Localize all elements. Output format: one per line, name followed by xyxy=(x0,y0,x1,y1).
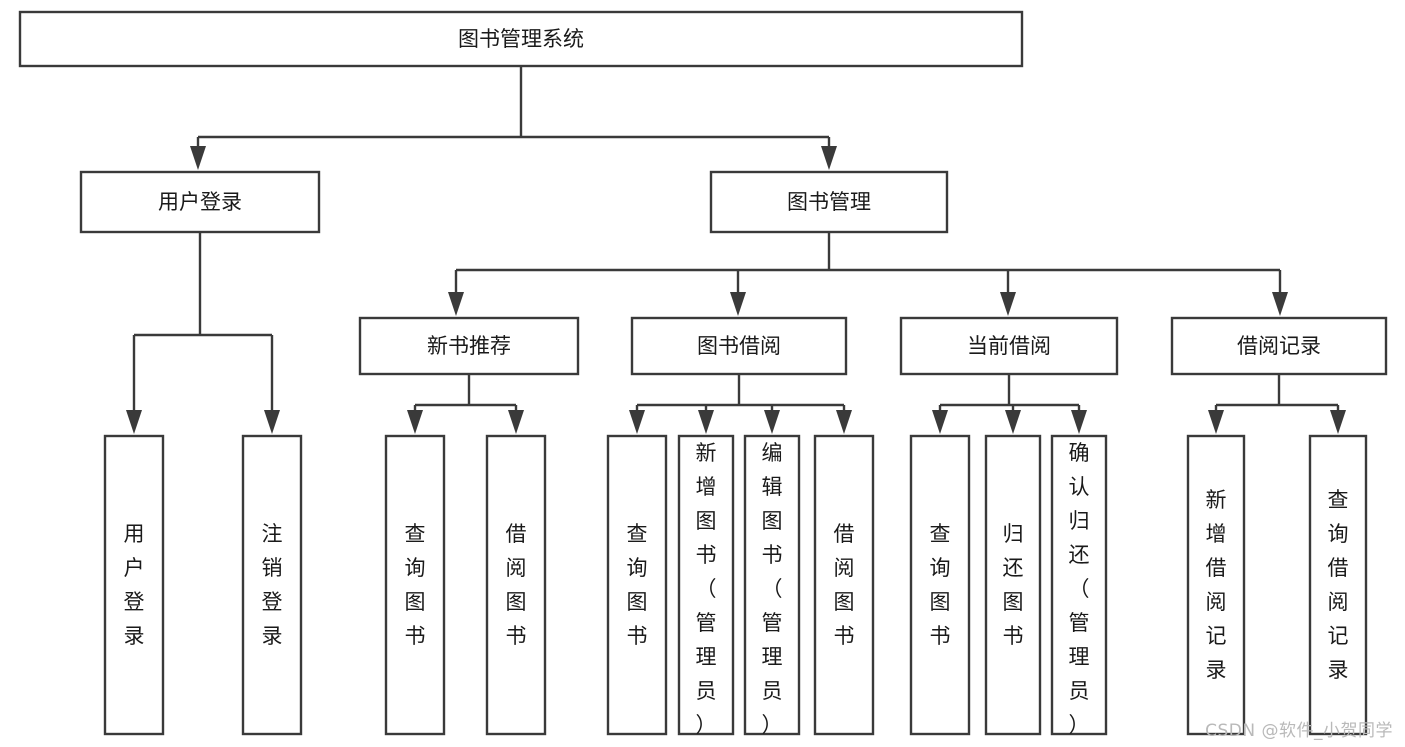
leaf-node-5-box[interactable] xyxy=(677,434,735,736)
leaf-node-7-box[interactable] xyxy=(813,434,875,736)
arrow-head-icon xyxy=(1005,410,1021,434)
arrow-head-icon xyxy=(932,410,948,434)
level3-node-1-label: 图书借阅 xyxy=(697,334,781,358)
level2-node-1[interactable]: 图书管理 xyxy=(709,170,949,234)
arrow-head-icon xyxy=(821,146,837,170)
level3-node-3-box[interactable] xyxy=(1170,316,1388,376)
leaf-node-12-label: 查询借阅记录 xyxy=(1328,488,1349,682)
leaf-node-3[interactable]: 借阅图书 xyxy=(485,434,547,736)
level2-node-0-label: 用户登录 xyxy=(158,190,242,214)
leaf-node-2-label: 查询图书 xyxy=(405,522,426,648)
arrow-head-icon xyxy=(190,146,206,170)
arrow-head-icon xyxy=(448,292,464,316)
root-node-label: 图书管理系统 xyxy=(458,27,584,51)
leaf-node-6[interactable]: 编辑图书（管理员） xyxy=(743,434,801,737)
leaf-node-9-box[interactable] xyxy=(984,434,1042,736)
leaf-node-4-label: 查询图书 xyxy=(627,522,648,648)
root-node[interactable]: 图书管理系统 xyxy=(18,10,1024,68)
leaf-node-7-label: 借阅图书 xyxy=(834,522,855,648)
leaf-node-4-box[interactable] xyxy=(606,434,668,736)
level3-node-2-box[interactable] xyxy=(899,316,1119,376)
level3-node-0[interactable]: 新书推荐 xyxy=(358,316,580,376)
connector-new-book-to-leaves xyxy=(407,374,524,434)
leaf-node-6-box[interactable] xyxy=(743,434,801,736)
arrow-head-icon xyxy=(698,410,714,434)
connectors-layer xyxy=(126,66,1346,434)
leaf-node-10-label: 确认归还（管理员） xyxy=(1069,441,1090,737)
arrow-head-icon xyxy=(629,410,645,434)
connector-user-login-to-leaves xyxy=(126,232,280,434)
leaf-node-9-label: 归还图书 xyxy=(1003,522,1024,648)
leaf-node-5-label: 新增图书（管理员） xyxy=(696,441,717,737)
csdn-watermark: CSDN @软件_小贺同学 xyxy=(1205,721,1393,741)
arrow-head-icon xyxy=(836,410,852,434)
level3-node-1-box[interactable] xyxy=(630,316,848,376)
level2-node-1-box[interactable] xyxy=(709,170,949,234)
leaf-node-12-box[interactable] xyxy=(1308,434,1368,736)
leaf-node-1[interactable]: 注销登录 xyxy=(241,434,303,736)
arrow-head-icon xyxy=(1272,292,1288,316)
level3-node-2-label: 当前借阅 xyxy=(967,334,1051,358)
leaf-node-3-label: 借阅图书 xyxy=(506,522,527,648)
arrow-head-icon xyxy=(1071,410,1087,434)
arrow-head-icon xyxy=(764,410,780,434)
leaf-node-9[interactable]: 归还图书 xyxy=(984,434,1042,736)
arrow-head-icon xyxy=(1330,410,1346,434)
leaf-node-5[interactable]: 新增图书（管理员） xyxy=(677,434,735,737)
leaf-node-7[interactable]: 借阅图书 xyxy=(813,434,875,736)
connector-borrow-to-leaves xyxy=(629,374,852,434)
level2-node-0-box[interactable] xyxy=(79,170,321,234)
leaf-node-1-box[interactable] xyxy=(241,434,303,736)
connector-current-borrow-to-leaves xyxy=(932,374,1087,434)
leaf-node-4[interactable]: 查询图书 xyxy=(606,434,668,736)
arrow-head-icon xyxy=(407,410,423,434)
nodes-layer: 图书管理系统用户登录图书管理新书推荐图书借阅当前借阅借阅记录用户登录注销登录查询… xyxy=(18,10,1388,737)
arrow-head-icon xyxy=(508,410,524,434)
level3-node-3[interactable]: 借阅记录 xyxy=(1170,316,1388,376)
leaf-node-3-box[interactable] xyxy=(485,434,547,736)
connector-records-to-leaves xyxy=(1208,374,1346,434)
level2-node-1-label: 图书管理 xyxy=(787,190,871,214)
leaf-node-2-box[interactable] xyxy=(384,434,446,736)
root-node-box[interactable] xyxy=(18,10,1024,68)
level2-node-0[interactable]: 用户登录 xyxy=(79,170,321,234)
leaf-node-11-label: 新增借阅记录 xyxy=(1206,488,1227,682)
leaf-node-6-label: 编辑图书（管理员） xyxy=(762,441,783,737)
leaf-node-2[interactable]: 查询图书 xyxy=(384,434,446,736)
arrow-head-icon xyxy=(730,292,746,316)
connector-book-mgmt-to-level3 xyxy=(448,232,1288,316)
leaf-node-0-box[interactable] xyxy=(103,434,165,736)
leaf-node-8[interactable]: 查询图书 xyxy=(909,434,971,736)
level3-node-2[interactable]: 当前借阅 xyxy=(899,316,1119,376)
leaf-node-1-label: 注销登录 xyxy=(262,522,283,648)
level3-node-0-label: 新书推荐 xyxy=(427,334,511,358)
leaf-node-10-box[interactable] xyxy=(1050,434,1108,736)
level3-node-3-label: 借阅记录 xyxy=(1237,334,1321,358)
arrow-head-icon xyxy=(126,410,142,434)
leaf-node-0[interactable]: 用户登录 xyxy=(103,434,165,736)
leaf-node-10[interactable]: 确认归还（管理员） xyxy=(1050,434,1108,737)
arrow-head-icon xyxy=(1208,410,1224,434)
leaf-node-12[interactable]: 查询借阅记录 xyxy=(1308,434,1368,736)
leaf-node-11[interactable]: 新增借阅记录 xyxy=(1186,434,1246,736)
connector-root-to-level2 xyxy=(190,66,837,170)
leaf-node-0-label: 用户登录 xyxy=(124,522,145,648)
leaf-node-8-box[interactable] xyxy=(909,434,971,736)
level3-node-0-box[interactable] xyxy=(358,316,580,376)
arrow-head-icon xyxy=(1000,292,1016,316)
leaf-node-11-box[interactable] xyxy=(1186,434,1246,736)
level3-node-1[interactable]: 图书借阅 xyxy=(630,316,848,376)
leaf-node-8-label: 查询图书 xyxy=(930,522,951,648)
arrow-head-icon xyxy=(264,410,280,434)
